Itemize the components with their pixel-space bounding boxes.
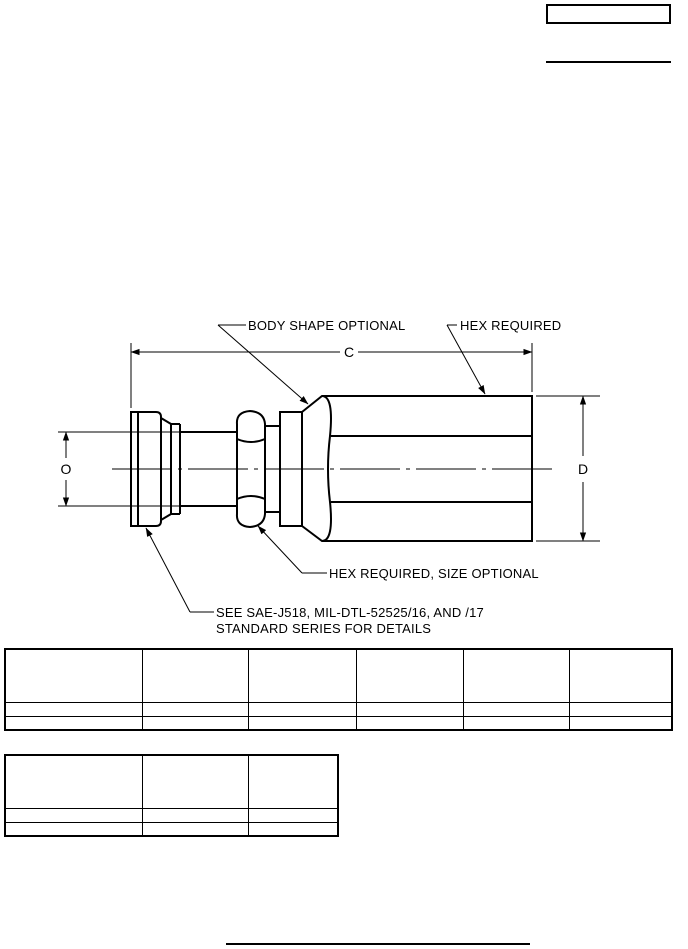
table-cell (4, 807, 143, 823)
dimension-c (130, 343, 533, 408)
table-cell (141, 701, 249, 717)
table-header-cell (355, 648, 464, 703)
callout-see-line1: SEE SAE-J518, MIL-DTL-52525/16, AND /17 (216, 605, 484, 620)
table-cell (462, 701, 570, 717)
dimension-d (536, 395, 600, 542)
table-header-cell (141, 648, 249, 703)
table-cell (247, 807, 339, 823)
table-row (4, 821, 339, 837)
table-header-row (4, 648, 673, 703)
table-row (4, 701, 673, 717)
table-header-cell (462, 648, 570, 703)
dimension-o-label: O (61, 461, 72, 477)
table-header-cell (247, 648, 357, 703)
hex-body (301, 395, 533, 542)
table-cell (355, 715, 464, 731)
dimension-table-2 (4, 754, 339, 837)
leader-hex-size (257, 525, 327, 574)
table-cell (141, 715, 249, 731)
callout-hex-size: HEX REQUIRED, SIZE OPTIONAL (329, 566, 539, 581)
table-cell (568, 715, 673, 731)
tube-section (180, 431, 237, 507)
table-header-cell (141, 754, 249, 809)
dimension-o (58, 431, 180, 507)
leader-body-shape (217, 324, 309, 405)
dimension-table-1 (4, 648, 673, 731)
swivel-hex-nut (235, 409, 266, 529)
table-header-row (4, 754, 339, 809)
callout-see-line2: STANDARD SERIES FOR DETAILS (216, 621, 431, 636)
title-block-box (546, 4, 671, 24)
table-row (4, 715, 673, 731)
table-header-cell (568, 648, 673, 703)
table-header-cell (247, 754, 339, 809)
table-header-cell (4, 754, 143, 809)
table-cell (4, 821, 143, 837)
table-cell (247, 821, 339, 837)
table-cell (462, 715, 570, 731)
table-cell (141, 807, 249, 823)
dimension-d-label: D (578, 461, 588, 477)
header-rule (546, 61, 671, 63)
table-cell (568, 701, 673, 717)
table-row (4, 807, 339, 823)
table-cell (355, 701, 464, 717)
leader-hex-required (446, 324, 486, 395)
dimension-c-label: C (344, 344, 354, 360)
collar (265, 411, 303, 527)
table-header-cell (4, 648, 143, 703)
flange (130, 411, 181, 527)
table-cell (4, 701, 143, 717)
callout-body-shape: BODY SHAPE OPTIONAL (248, 318, 405, 333)
table-cell (247, 715, 357, 731)
leader-see-standards (145, 527, 214, 613)
table-cell (4, 715, 143, 731)
table-cell (141, 821, 249, 837)
table-cell (247, 701, 357, 717)
footer-rule (226, 943, 530, 945)
fitting-drawing: C O D BODY SHAPE OPTIONAL HEX REQUIRED H… (58, 318, 600, 636)
callout-hex-required: HEX REQUIRED (460, 318, 561, 333)
